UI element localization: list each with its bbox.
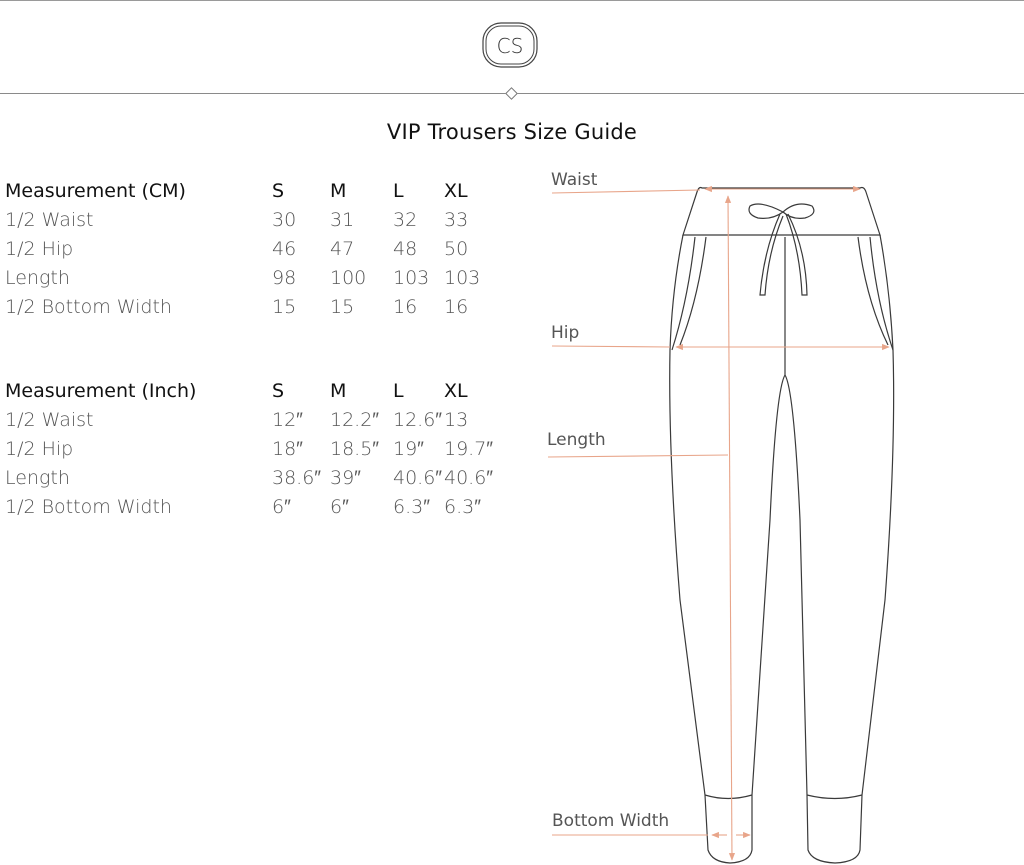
- table-cell: 12.2″: [330, 409, 380, 431]
- table-cell: 6.3″: [393, 496, 430, 518]
- table-cell: 18″: [272, 438, 303, 460]
- table-cell: 31: [330, 209, 355, 231]
- table-header-size: M: [330, 180, 347, 202]
- table-cell: 12.6″: [393, 409, 443, 431]
- table-cell: 40.6″: [393, 467, 443, 489]
- row-label: 1/2 Hip: [5, 238, 74, 260]
- table-cell: 103: [444, 267, 481, 289]
- table-header-size: XL: [444, 380, 468, 402]
- table-cell: 6″: [272, 496, 291, 518]
- hip-label: Hip: [551, 323, 580, 343]
- measurement-guides: [547, 185, 890, 861]
- row-label: 1/2 Waist: [5, 409, 94, 431]
- table-cell: 103: [393, 267, 430, 289]
- table-header-size: S: [272, 380, 285, 402]
- row-label: Length: [5, 267, 70, 289]
- table-cell: 33: [444, 209, 469, 231]
- row-label: Length: [5, 467, 70, 489]
- table-header-size: L: [393, 180, 404, 202]
- table-cell: 16: [393, 296, 418, 318]
- waist-label: Waist: [551, 170, 598, 190]
- row-label: 1/2 Bottom Width: [5, 496, 172, 518]
- table-cell: 100: [330, 267, 367, 289]
- table-cell: 15: [330, 296, 355, 318]
- svg-text:CS: CS: [497, 34, 524, 58]
- table-cell: 48: [393, 238, 418, 260]
- table-cell: 6″: [330, 496, 349, 518]
- table-cell: 32: [393, 209, 418, 231]
- table-cell: 46: [272, 238, 297, 260]
- table-cell: 39″: [330, 467, 361, 489]
- row-label: 1/2 Waist: [5, 209, 94, 231]
- table-header-size: L: [393, 380, 404, 402]
- table-cell: 6.3″: [444, 496, 481, 518]
- table-header-size: S: [272, 180, 285, 202]
- table-cell: 47: [330, 238, 355, 260]
- page-title: VIP Trousers Size Guide: [386, 120, 638, 144]
- table-cell: 12″: [272, 409, 303, 431]
- table-cell: 40.6″: [444, 467, 494, 489]
- table-header-size: XL: [444, 180, 468, 202]
- table-cell: 98: [272, 267, 297, 289]
- table-cell: 50: [444, 238, 469, 260]
- length-label: Length: [547, 430, 606, 450]
- table-header-measurement: Measurement (Inch): [5, 380, 197, 402]
- table-cell: 18.5″: [330, 438, 380, 460]
- table-cell: 19.7″: [444, 438, 494, 460]
- row-label: 1/2 Bottom Width: [5, 296, 172, 318]
- table-cell: 16: [444, 296, 469, 318]
- row-label: 1/2 Hip: [5, 438, 74, 460]
- table-header-measurement: Measurement (CM): [5, 180, 186, 202]
- table-cell: 13: [444, 409, 469, 431]
- bottom-width-label: Bottom Width: [552, 811, 670, 831]
- table-cell: 38.6″: [272, 467, 322, 489]
- table-cell: 30: [272, 209, 297, 231]
- trousers-outline: [669, 186, 895, 864]
- table-header-size: M: [330, 380, 347, 402]
- top-divider: [0, 0, 1024, 1]
- table-cell: 19″: [393, 438, 424, 460]
- cs-logo: CS: [482, 22, 538, 68]
- table-cell: 15: [272, 296, 297, 318]
